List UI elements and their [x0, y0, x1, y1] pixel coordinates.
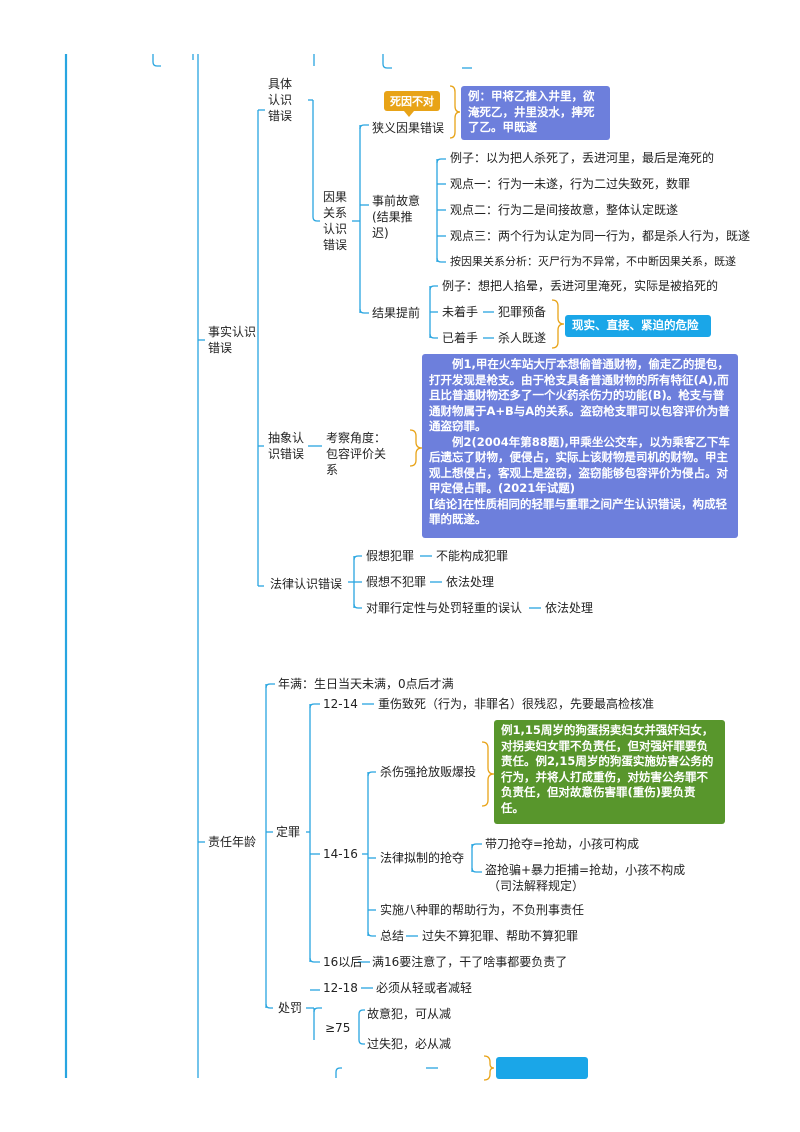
node-fact-error[interactable]: 事实认识错误	[208, 325, 257, 355]
legal-item-1: 假想犯罪	[366, 549, 415, 563]
prior-item-3: 观点二：行为二是间接故意，整体认定既遂	[450, 203, 679, 217]
bracket-early	[551, 299, 565, 349]
legal-item-1-value: 不能构成犯罪	[436, 549, 509, 563]
prior-item-5: 按因果关系分析：灭尸行为不异常，不中断因果关系，既遂	[450, 255, 736, 268]
abstract-example-1: 例1,甲在火车站大厅本想偷普通财物，偷走乙的提包，打开发现是枪支。由于枪支具备普…	[429, 357, 730, 433]
early-started: 已着手	[442, 331, 479, 345]
early-example: 例子：想把人掐晕，丢进河里淹死，实际是被掐死的	[442, 279, 719, 293]
age-75-item-1: 故意犯，可从减	[367, 1007, 452, 1021]
early-not-started: 未着手	[442, 305, 479, 319]
prior-item-1: 例子：以为把人杀死了，丢进河里，最后是淹死的	[450, 151, 715, 165]
age-12-14-text: 重伤致死（行为，非罪名）很残忍，先要最高检核准	[378, 697, 655, 711]
cut-off-note	[496, 1057, 588, 1079]
legal-item-2-value: 依法处理	[446, 575, 495, 589]
early-started-result: 杀人既遂	[498, 331, 547, 345]
abstract-conclusion: [结论]在性质相同的轻罪与重罪之间产生认识错误，构成轻罪的既遂。	[429, 496, 728, 527]
after-16-text: 满16要注意了，干了啥事都要负责了	[372, 955, 568, 969]
legal-item-3-value: 依法处理	[545, 601, 594, 615]
abstract-angle: 考察角度：包容评价关系	[326, 431, 387, 477]
age-14-16[interactable]: 14-16	[323, 847, 358, 861]
age-75[interactable]: ≥75	[325, 1021, 351, 1035]
robbery-item-3: （司法解释规定）	[488, 879, 585, 893]
tag-wrong-cause: 死因不对	[384, 91, 440, 117]
fictional-robbery[interactable]: 法律拟制的抢夺	[380, 851, 465, 865]
eight-crimes[interactable]: 杀伤强抢放贩爆投	[380, 765, 477, 779]
full-age-rule: 年满：生日当天未满，0点后才满	[278, 677, 454, 691]
early-not-started-result: 犯罪预备	[498, 305, 547, 319]
node-punishment[interactable]: 处罚	[278, 1001, 303, 1015]
node-concrete-error[interactable]: 具体认识错误	[268, 77, 293, 123]
node-responsibility-age[interactable]: 责任年龄	[208, 835, 257, 849]
age-75-item-2: 过失犯，必从减	[367, 1037, 452, 1051]
node-conviction[interactable]: 定罪	[276, 825, 301, 839]
abstract-example-2: 例2(2004年第88题),甲乘坐公交车，以为乘客乙下车后遗忘了财物，便侵占，实…	[429, 434, 730, 496]
help-behavior: 实施八种罪的帮助行为，不负刑事责任	[380, 903, 585, 917]
node-prior-intent[interactable]: 事前故意(结果推迟)	[372, 194, 421, 240]
bracket-abstract	[409, 429, 423, 467]
prior-item-4: 观点三：两个行为认定为同一行为，都是杀人行为，既遂	[450, 229, 751, 243]
age-12-14[interactable]: 12-14	[323, 697, 358, 711]
node-narrow-causal[interactable]: 狭义因果错误	[372, 121, 445, 135]
legal-item-2: 假想不犯罪	[366, 575, 427, 589]
node-early-result[interactable]: 结果提前	[372, 306, 421, 320]
robbery-item-2: 盗抢骗+暴力拒捕=抢劫，小孩不构成	[485, 863, 686, 877]
note-danger: 现实、直接、紧迫的危险	[565, 315, 711, 337]
robbery-item-1: 带刀抢夺=抢劫，小孩可构成	[485, 837, 640, 851]
after-16[interactable]: 16以后	[323, 955, 363, 969]
note-eight-crimes: 例1,15周岁的狗蛋拐卖妇女并强奸妇女，对拐卖妇女罪不负责任，但对强奸罪要负责任…	[494, 720, 725, 824]
age-12-18-text: 必须从轻或者减轻	[376, 981, 473, 995]
node-causal-error[interactable]: 因果关系认识错误	[323, 190, 348, 252]
prior-item-2: 观点一：行为一未遂，行为二过失致死，数罪	[450, 177, 691, 191]
note-narrow-example: 例：甲将乙推入井里，欲淹死乙，井里没水，摔死了乙。甲既遂	[461, 86, 610, 140]
summary-text: 过失不算犯罪、帮助不算犯罪	[422, 929, 579, 943]
summary-label[interactable]: 总结	[380, 929, 405, 943]
bracket-eight	[481, 741, 495, 807]
age-12-18[interactable]: 12-18	[323, 981, 358, 995]
legal-item-3: 对罪行定性与处罚轻重的误认	[366, 601, 523, 615]
node-legal-error[interactable]: 法律认识错误	[270, 577, 343, 591]
bracket-bottom	[483, 1055, 495, 1081]
note-abstract-examples: 例1,甲在火车站大厅本想偷普通财物，偷走乙的提包，打开发现是枪支。由于枪支具备普…	[422, 354, 738, 538]
node-abstract-error[interactable]: 抽象认识错误	[268, 431, 305, 461]
bracket-narrow	[449, 85, 461, 139]
